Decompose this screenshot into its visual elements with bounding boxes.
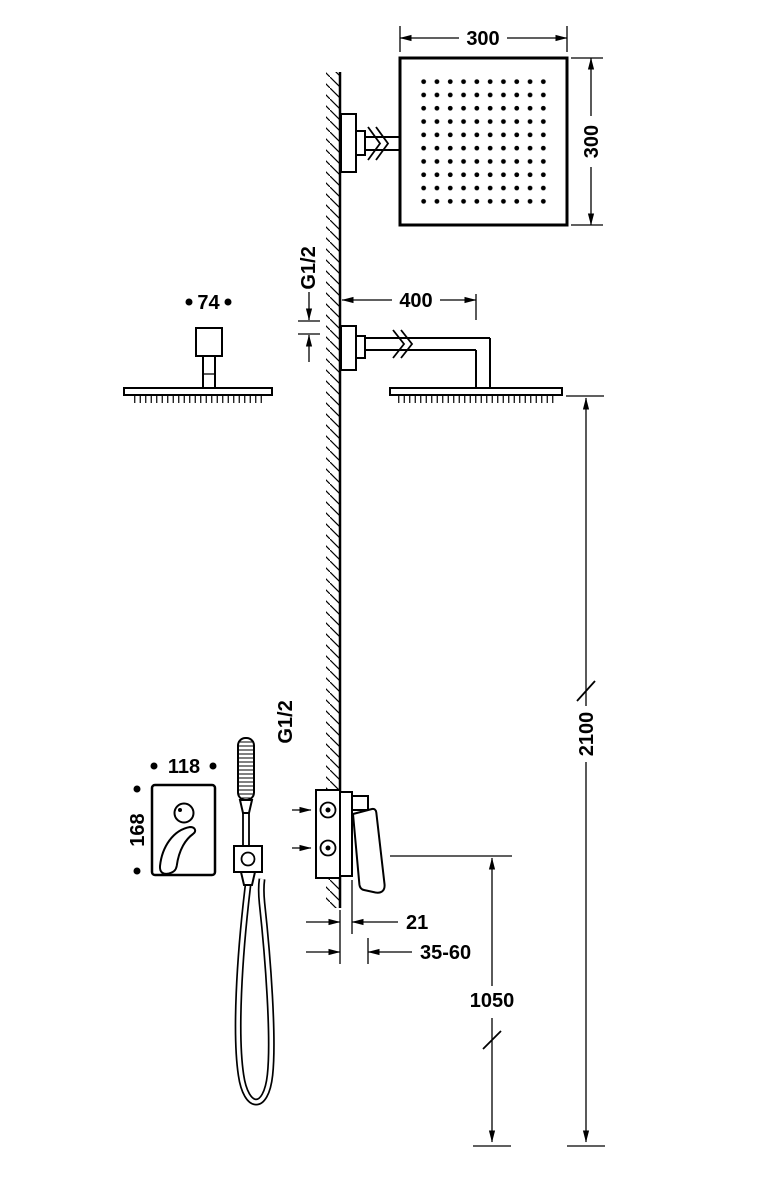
ceiling-flange	[195, 327, 223, 357]
pipe-break-symbol	[400, 329, 414, 359]
inlet-port-top	[319, 801, 337, 819]
label-mixer-height: 1050	[470, 990, 515, 1012]
hand-shower	[233, 737, 275, 1106]
mixer-flange-side	[339, 791, 353, 877]
shower-hose-inner	[236, 878, 274, 1104]
dim-mixer-plate-width: 118	[150, 756, 217, 778]
dim-install-depth: 35-60	[306, 938, 471, 964]
label-arm-length: 400	[399, 290, 432, 312]
dim-dot	[185, 298, 193, 306]
inlet-port-top-center	[325, 807, 331, 813]
nozzle-comb	[396, 395, 556, 403]
top-connection-callout: G1/2	[298, 246, 320, 362]
dim-mixer-height: 1050	[390, 855, 515, 1147]
mixer-lever-side	[351, 807, 386, 894]
diverter-knob	[173, 802, 195, 824]
inlet-port-bottom-center	[325, 845, 331, 851]
arm-wall-flange-plan	[340, 113, 357, 173]
diverter-knob-side	[351, 795, 369, 811]
hand-shower-wand	[237, 737, 255, 801]
wall-hatching	[326, 72, 340, 908]
dim-wall-projection: 21	[306, 880, 428, 964]
hose-outlet-bracket	[233, 845, 263, 873]
dim-mixer-plate-height: 168	[127, 785, 149, 875]
label-mixer-plate-height: 168	[127, 813, 149, 846]
dim-dot	[133, 867, 141, 875]
arm-wall-flange-side	[340, 325, 357, 371]
label-top-connection: G1/2	[298, 246, 320, 289]
hose-nut	[239, 871, 257, 886]
wall	[326, 72, 342, 908]
shower-arm-side-view	[340, 325, 563, 403]
dim-arm-length: 400	[341, 289, 477, 320]
dim-head-depth: 300	[571, 57, 603, 226]
label-wall-projection: 21	[406, 912, 428, 934]
in-wall-body	[315, 789, 341, 879]
pipe-break-symbol	[375, 126, 390, 161]
dim-dot	[224, 298, 232, 306]
label-total-height: 2100	[576, 712, 598, 757]
overhead-shower-plan-view	[340, 56, 569, 227]
label-head-width: 300	[466, 28, 499, 50]
label-bottom-connection: G1/2	[275, 700, 297, 743]
bracket-socket	[240, 851, 256, 867]
ceiling-shower-side-view	[123, 327, 273, 403]
dim-ceiling-flange-width: 74	[185, 292, 232, 314]
spray-nozzle-grid	[417, 75, 550, 208]
label-ceiling-flange-width: 74	[197, 292, 220, 314]
pipe-break-symbol	[367, 126, 382, 161]
mixer-lever-front	[158, 825, 197, 875]
label-mask	[459, 27, 507, 48]
dim-total-height: 2100	[566, 395, 605, 1147]
dim-head-width: 300	[399, 26, 568, 52]
label-mask	[392, 289, 440, 310]
bottom-connection-callout: G1/2	[275, 700, 312, 852]
nozzle-comb	[130, 395, 266, 403]
label-head-depth: 300	[581, 125, 603, 158]
knob-index-dot	[178, 808, 182, 812]
mixer-side-view	[315, 789, 386, 894]
mixer-front-view	[150, 783, 217, 877]
shower-plate-side	[389, 387, 563, 396]
label-mask	[580, 116, 602, 167]
arm-nut-plan	[355, 130, 366, 156]
label-install-depth: 35-60	[420, 942, 471, 964]
dim-dot	[209, 762, 217, 770]
dim-dot	[150, 762, 158, 770]
label-mixer-plate-width: 118	[168, 756, 200, 778]
dim-dot	[133, 785, 141, 793]
arm-nut-side	[355, 335, 366, 359]
shower-plate-side	[123, 387, 273, 396]
wand-taper	[238, 799, 254, 814]
break-slash	[482, 1030, 502, 1050]
inlet-port-bottom	[319, 839, 337, 857]
pipe-break-symbol	[392, 329, 406, 359]
